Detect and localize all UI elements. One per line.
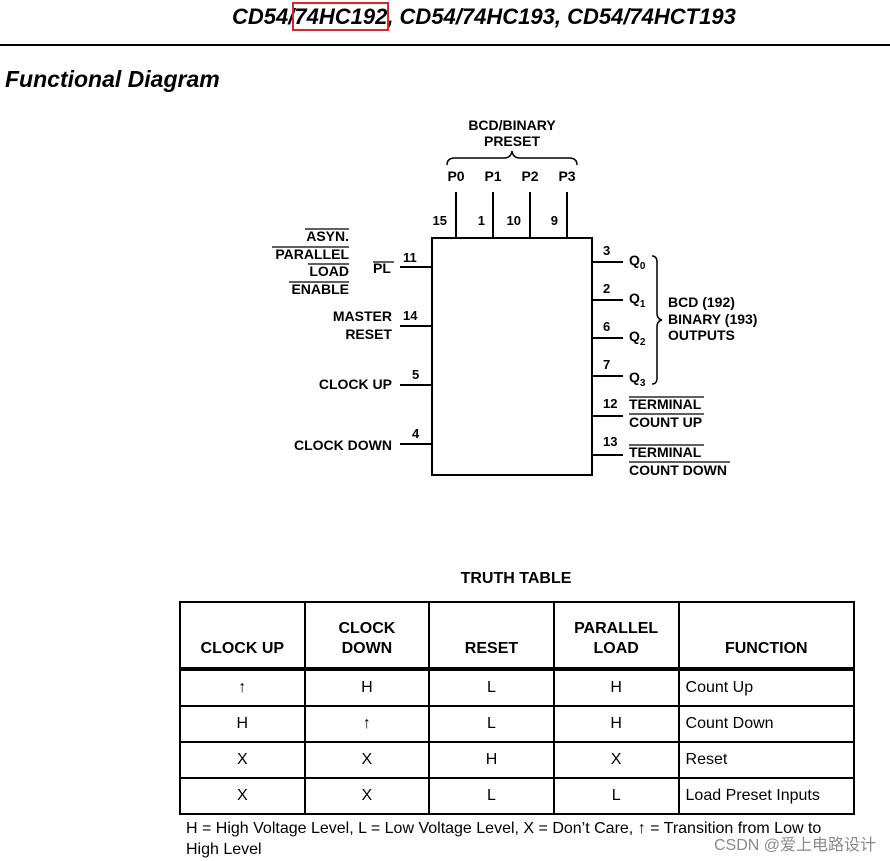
- terminal-count-up-line2: COUNT UP: [629, 414, 702, 430]
- pin-number: 14: [403, 308, 418, 323]
- pin-number: 11: [403, 250, 417, 265]
- column-header: CLOCK UP: [179, 601, 306, 671]
- clock-up-label: CLOCK UP: [319, 376, 392, 392]
- clock-down-label: CLOCK DOWN: [294, 437, 392, 453]
- preset-label-line1: BCD/BINARY: [468, 117, 556, 133]
- table-cell: Count Down: [677, 705, 856, 743]
- terminal-count-down-line1: TERMINAL: [629, 444, 702, 460]
- pin-number: 3: [603, 243, 610, 258]
- table-cell: ↑: [303, 705, 431, 743]
- pl-pin-name: PL: [373, 260, 391, 276]
- table-row: X X H X Reset: [179, 741, 856, 779]
- pl-label-line: LOAD: [309, 263, 349, 279]
- pin-number: 6: [603, 319, 610, 334]
- table-row: ↑ H L H Count Up: [179, 668, 856, 707]
- chip-body: [431, 237, 593, 476]
- table-cell: X: [179, 741, 306, 779]
- truth-table-footnote: H = High Voltage Level, L = Low Voltage …: [186, 820, 822, 858]
- pin-number: 9: [551, 213, 558, 228]
- table-cell: H: [303, 668, 431, 707]
- mr-label-line: MASTER: [333, 308, 392, 324]
- pl-label-line: PARALLEL: [275, 246, 349, 262]
- watermark: CSDN @爱上电路设计: [713, 837, 876, 854]
- pin-number: 4: [412, 426, 420, 441]
- pl-label-line: ASYN.: [306, 228, 349, 244]
- outputs-label-line: BINARY (193): [668, 311, 757, 327]
- pin-number: 15: [433, 213, 447, 228]
- outputs-label-line: OUTPUTS: [668, 327, 735, 343]
- table-row: X X L L Load Preset Inputs: [179, 777, 856, 815]
- section-title: Functional Diagram: [5, 66, 220, 92]
- output-q0-label: Q0: [629, 252, 646, 272]
- terminal-count-up-line1: TERMINAL: [629, 396, 702, 412]
- preset-input-name: P2: [521, 168, 538, 184]
- table-cell: X: [552, 741, 680, 779]
- pin-number: 5: [412, 367, 419, 382]
- table-cell: L: [428, 668, 555, 707]
- preset-input-name: P3: [558, 168, 575, 184]
- column-header: RESET: [428, 601, 555, 671]
- header-divider: [0, 44, 890, 46]
- preset-label-line2: PRESET: [484, 133, 540, 149]
- pin-number: 7: [603, 357, 610, 372]
- table-cell: Count Up: [677, 668, 856, 707]
- table-cell: ↑: [179, 668, 306, 707]
- output-q2-label: Q2: [629, 328, 646, 348]
- pin-number: 2: [603, 281, 610, 296]
- pin-number: 13: [603, 434, 617, 449]
- table-cell: X: [303, 777, 431, 815]
- functional-diagram: BCD/BINARY PRESET P0 P1 P2 P3 15 1 10 9 …: [272, 117, 757, 478]
- preset-input-name: P0: [447, 168, 464, 184]
- column-header: FUNCTION: [677, 601, 856, 671]
- table-cell: H: [428, 741, 555, 779]
- table-cell: H: [552, 668, 680, 707]
- table-cell: Load Preset Inputs: [677, 777, 856, 815]
- highlighted-part-number: 74HC192: [292, 2, 390, 31]
- preset-input-name: P1: [484, 168, 501, 184]
- output-q3-label: Q3: [629, 369, 646, 389]
- table-cell: L: [428, 705, 555, 743]
- document-header-title: CD54/74HC192, CD54/74HC193, CD54/74HCT19…: [232, 2, 736, 31]
- preset-brace: [446, 150, 578, 166]
- outputs-brace: [651, 255, 663, 385]
- table-cell: X: [303, 741, 431, 779]
- table-cell: X: [179, 777, 306, 815]
- table-cell: L: [552, 777, 680, 815]
- table-cell: H: [179, 705, 306, 743]
- pl-label-line: ENABLE: [291, 281, 349, 297]
- table-row: H ↑ L H Count Down: [179, 705, 856, 743]
- pin-number: 12: [603, 396, 617, 411]
- terminal-count-down-line2: COUNT DOWN: [629, 462, 727, 478]
- pin-number: 10: [507, 213, 521, 228]
- output-q1-label: Q1: [629, 290, 646, 310]
- pin-number: 1: [478, 213, 485, 228]
- mr-label-line: RESET: [345, 326, 392, 342]
- header-title-prefix: CD54/: [232, 4, 295, 29]
- table-cell: H: [552, 705, 680, 743]
- outputs-label-line: BCD (192): [668, 294, 735, 310]
- header-title-suffix: , CD54/74HC193, CD54/74HCT193: [387, 4, 736, 29]
- truth-table-caption: TRUTH TABLE: [460, 570, 572, 587]
- table-cell: L: [428, 777, 555, 815]
- table-cell: Reset: [677, 741, 856, 779]
